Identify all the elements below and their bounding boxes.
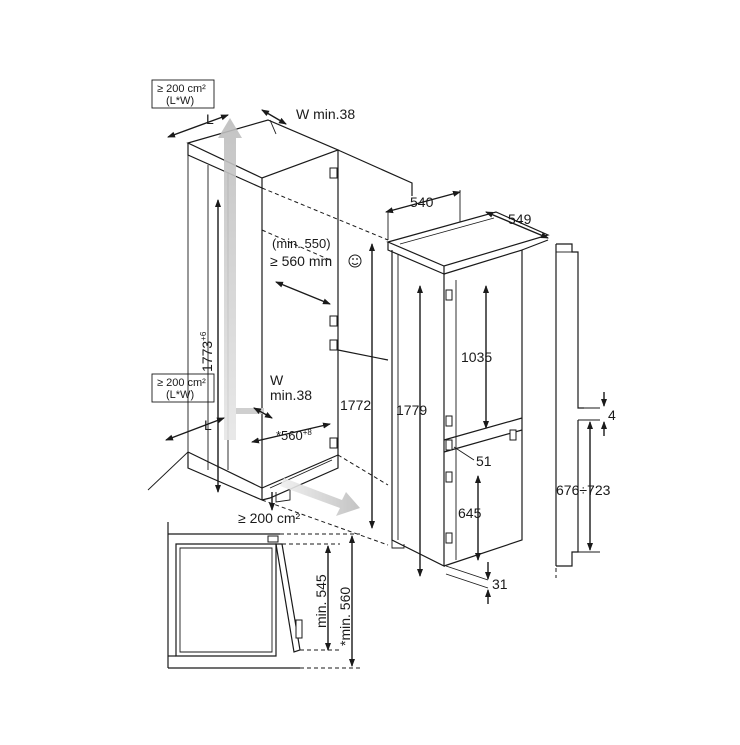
appliance (386, 211, 550, 567)
depth-540-label: 540 (410, 194, 434, 210)
height-1772-label: 1772 (340, 397, 371, 413)
niche-height-label: 1773+6 (199, 331, 215, 372)
vent-top-box (151, 79, 215, 109)
min-545-label: min. 545 (313, 574, 329, 628)
niche-cabinet (147, 119, 413, 546)
niche-dimensions: ≥ 200 cm² (L*W) L W min.38 ≥ 200 cm² (L*… (151, 79, 362, 526)
vent-bottom-box (151, 373, 215, 403)
airflow-arrow-icon (218, 118, 360, 516)
w-bottom-label-1: W (270, 372, 284, 388)
door-profile: 4 676÷723 (555, 243, 616, 578)
gap-31-label: 31 (492, 576, 508, 592)
offset-4-label: 4 (608, 407, 616, 423)
niche-width-label: *560+8 (276, 428, 312, 443)
gap-51-label: 51 (476, 453, 492, 469)
vent-bottom-line2: (L*W) (166, 389, 194, 401)
min-560-label: *min. 560 (337, 587, 353, 646)
vent-top-line1: ≥ 200 cm² (157, 83, 206, 95)
smiley-icon (348, 254, 362, 268)
w-top-label: W min.38 (296, 106, 355, 122)
min550-label: (min. 550) (272, 236, 331, 251)
l-bottom-label: L (204, 417, 212, 433)
width-549-label: 549 (508, 211, 532, 227)
appliance-dimensions: 540 549 1772 1779 1035 51 645 31 (340, 190, 549, 604)
range-676-723-label: 676÷723 (556, 482, 611, 498)
vent-floor-label: ≥ 200 cm² (238, 510, 300, 526)
vent-top-line2: (L*W) (166, 95, 194, 107)
vent-bottom-line1: ≥ 200 cm² (157, 377, 206, 389)
ge560-label: ≥ 560 mm (270, 253, 332, 269)
height-1035-label: 1035 (461, 349, 492, 365)
plan-view: min. 545 *min. 560 (167, 522, 360, 669)
height-1779-label: 1779 (396, 402, 427, 418)
height-645-label: 645 (458, 505, 482, 521)
l-top-label: L (206, 111, 214, 127)
w-bottom-label-2: min.38 (270, 387, 312, 403)
